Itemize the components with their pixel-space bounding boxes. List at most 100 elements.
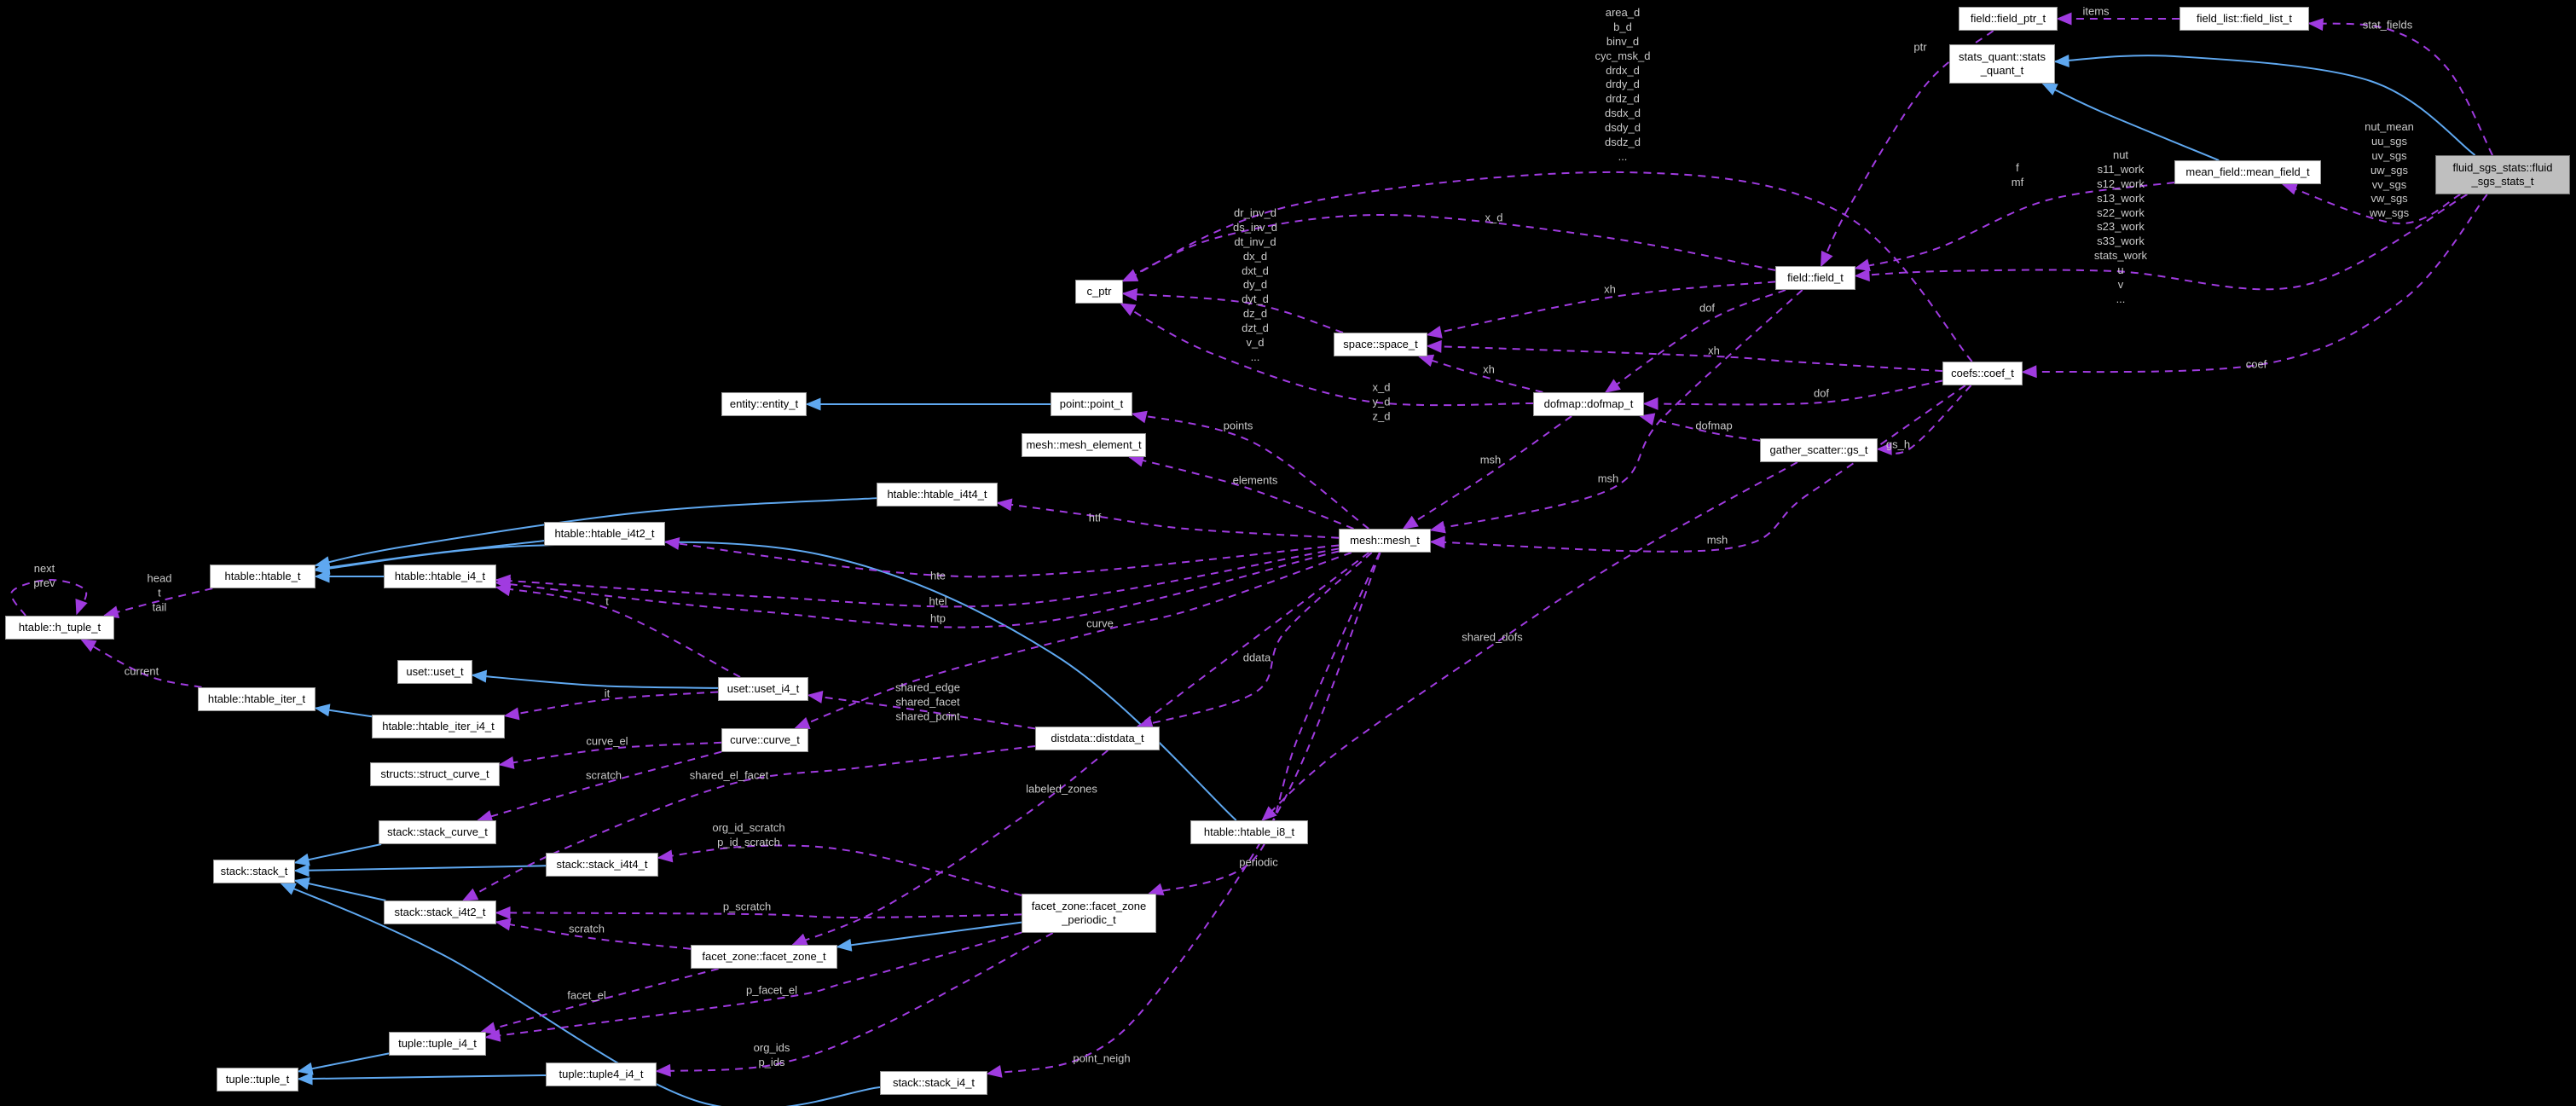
node-label: _sgs_stats_t — [2471, 175, 2534, 188]
edge-label: scratch — [569, 922, 605, 935]
node-label: uset::uset_t — [406, 665, 464, 679]
edge-mesh_t-to-htable_i4_t — [495, 547, 1340, 608]
edge-tuple4_i4_t-to-tuple_t — [297, 1072, 547, 1086]
node-tuple_i4_t[interactable]: tuple::tuple_i4_t — [389, 1032, 486, 1056]
node-fluid_sgs[interactable]: fluid_sgs_stats::fluid_sgs_stats_t — [2435, 155, 2570, 194]
edge-curve_t-to-struct_curve_t — [498, 741, 722, 769]
edge-uset_i4_t-to-htable_iter_i4_t — [503, 691, 719, 721]
edge-label: nut s11_work s12_work s13_work s22_work … — [2093, 148, 2148, 306]
edge-label: ddata — [1242, 651, 1271, 664]
edge-field_t-to-space_t — [1426, 281, 1776, 339]
edge-space_t-to-c_ptr — [1121, 287, 1344, 333]
edge-label: stat_fields — [2362, 18, 2413, 32]
edge-field_ptr_t-to-field_t — [1820, 30, 1994, 268]
node-label: htable::htable_i8_t — [1203, 825, 1295, 839]
edge-label: current — [124, 664, 159, 678]
node-label: distdata::distdata_t — [1051, 732, 1144, 745]
node-htable_i8_t[interactable]: htable::htable_i8_t — [1190, 820, 1308, 844]
node-stack_t[interactable]: stack::stack_t — [213, 860, 295, 883]
node-htable_t[interactable]: htable::htable_t — [210, 565, 315, 588]
node-space_t[interactable]: space::space_t — [1334, 333, 1427, 356]
node-field_t[interactable]: field::field_t — [1775, 266, 1855, 290]
edge-dofmap_t-to-c_ptr — [1120, 303, 1534, 407]
edge-label: t — [605, 594, 609, 608]
node-tuple4_i4_t[interactable]: tuple::tuple4_i4_t — [546, 1063, 657, 1086]
node-htable_i4t2_t[interactable]: htable::htable_i4t2_t — [544, 522, 665, 546]
node-h_tuple_t[interactable]: htable::h_tuple_t — [5, 616, 114, 640]
edge-mesh_t-to-htable_i4t2_t — [663, 537, 1340, 578]
edge-facet_zone_periodic_t-to-facet_zone_t — [836, 921, 1022, 952]
node-htable_i4t4_t[interactable]: htable::htable_i4t4_t — [877, 483, 998, 507]
edge-mesh_t-to-distdata_t — [1137, 552, 1373, 729]
node-entity_t[interactable]: entity::entity_t — [721, 392, 807, 416]
edge-label: dr_inv_d ds_inv_d dt_inv_d dx_d dxt_d dy… — [1232, 206, 1278, 364]
edge-coef_t-to-space_t — [1426, 339, 1943, 373]
edge-fluid_sgs-to-field_list_t — [2307, 18, 2493, 156]
edge-label: xh — [1604, 282, 1616, 296]
node-label: field::field_t — [1787, 271, 1844, 285]
edge-mesh_t-to-point_t — [1131, 410, 1369, 530]
node-uset_t[interactable]: uset::uset_t — [397, 660, 472, 684]
edge-label: htp — [929, 611, 946, 625]
edge-label: elements — [1232, 473, 1278, 487]
node-mean_field_t[interactable]: mean_field::mean_field_t — [2174, 160, 2321, 184]
node-coef_t[interactable]: coefs::coef_t — [1942, 362, 2023, 385]
edge-field_t-to-c_ptr — [1121, 213, 1776, 282]
edge-label: msh — [1479, 453, 1502, 466]
edge-label: it — [604, 686, 611, 700]
edge-label: f mf — [2011, 161, 2024, 188]
edge-label: dof — [1699, 301, 1716, 315]
node-label: mesh::mesh_element_t — [1026, 438, 1142, 452]
edge-label: msh — [1597, 472, 1619, 485]
edge-label: curve — [1086, 617, 1114, 630]
node-label: htable::htable_t — [224, 570, 301, 583]
edge-fluid_sgs-to-stats_quant_t — [2053, 55, 2476, 156]
node-stack_curve_t[interactable]: stack::stack_curve_t — [379, 820, 496, 844]
node-c_ptr[interactable]: c_ptr — [1075, 280, 1123, 304]
node-htable_i4_t[interactable]: htable::htable_i4_t — [384, 565, 496, 588]
node-stats_quant_t[interactable]: stats_quant::stats_quant_t — [1949, 44, 2055, 84]
node-distdata_t[interactable]: distdata::distdata_t — [1035, 727, 1160, 750]
node-struct_curve_t[interactable]: structs::struct_curve_t — [370, 762, 500, 786]
node-curve_t[interactable]: curve::curve_t — [721, 728, 808, 752]
node-stack_i4_t[interactable]: stack::stack_i4_t — [880, 1071, 987, 1095]
edge-label: shared_edge shared_facet shared_point — [895, 680, 960, 723]
node-label: tuple::tuple_t — [225, 1073, 290, 1086]
edge-stack_curve_t-to-stack_t — [293, 843, 382, 866]
edge-distdata_t-to-uset_i4_t — [807, 691, 1036, 730]
node-stack_i4t4_t[interactable]: stack::stack_i4t4_t — [546, 853, 658, 877]
node-htable_iter_t[interactable]: htable::htable_iter_t — [198, 687, 315, 711]
edge-label: msh — [1706, 533, 1728, 547]
node-tuple_t[interactable]: tuple::tuple_t — [217, 1068, 298, 1092]
edge-htable_iter_i4_t-to-htable_iter_t — [314, 704, 373, 718]
node-field_list_t[interactable]: field_list::field_list_t — [2179, 7, 2309, 31]
node-label: tuple::tuple4_i4_t — [559, 1068, 644, 1081]
edge-label: p_scratch — [722, 900, 772, 913]
node-label: htable::htable_i4t4_t — [887, 488, 987, 501]
edge-label: shared_dofs — [1462, 630, 1523, 644]
node-uset_i4_t[interactable]: uset::uset_i4_t — [718, 677, 808, 701]
edge-label: shared_el_facet — [689, 768, 769, 782]
node-stack_i4t2_t[interactable]: stack::stack_i4t2_t — [384, 900, 496, 924]
node-facet_zone_periodic_t[interactable]: facet_zone::facet_zone_periodic_t — [1022, 894, 1156, 933]
node-dofmap_t[interactable]: dofmap::dofmap_t — [1533, 392, 1644, 416]
edge-label: nut_mean uu_sgs uv_sgs uw_sgs vv_sgs vw_… — [2365, 119, 2414, 220]
edge-facet_zone_periodic_t-to-stack_i4t2_t — [495, 906, 1022, 919]
node-label: coefs::coef_t — [1951, 367, 2014, 380]
node-point_t[interactable]: point::point_t — [1051, 392, 1132, 416]
node-mesh_element_t[interactable]: mesh::mesh_element_t — [1022, 433, 1146, 457]
edge-label: points — [1223, 419, 1253, 432]
node-htable_iter_i4_t[interactable]: htable::htable_iter_i4_t — [372, 715, 505, 738]
edge-label: htf — [1088, 511, 1102, 524]
edge-label: hte — [929, 569, 946, 582]
node-mesh_t[interactable]: mesh::mesh_t — [1339, 529, 1431, 553]
edge-label: labeled_zones — [1026, 782, 1097, 796]
node-facet_zone_t[interactable]: facet_zone::facet_zone_t — [691, 945, 837, 969]
node-label: structs::struct_curve_t — [380, 767, 489, 781]
node-field_ptr_t[interactable]: field::field_ptr_t — [1959, 7, 2058, 31]
edge-fluid_sgs-to-coef_t — [2021, 194, 2488, 379]
node-gs_t[interactable]: gather_scatter::gs_t — [1760, 438, 1878, 462]
edge-facet_zone_periodic_t-to-stack_i4t4_t — [657, 844, 1022, 896]
edge-label: dofmap — [1695, 419, 1733, 432]
